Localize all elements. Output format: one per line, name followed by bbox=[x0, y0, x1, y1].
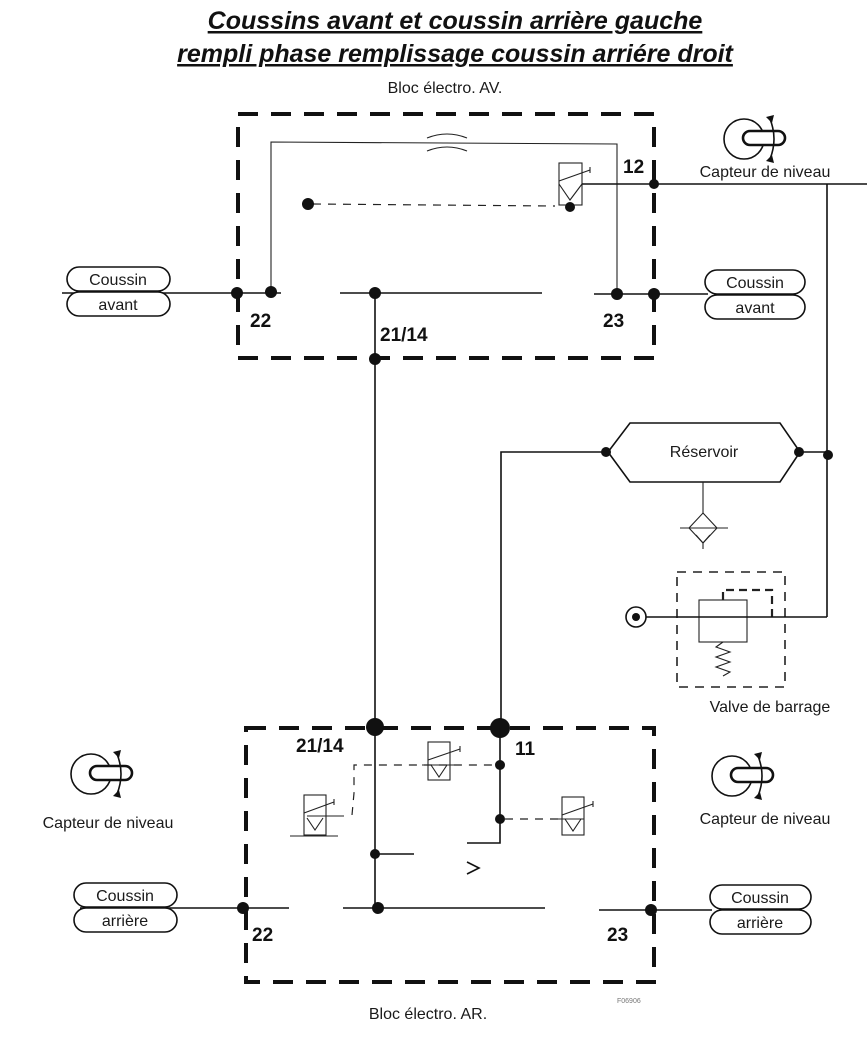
cushion-rear-right-line2: arrière bbox=[737, 915, 783, 932]
cushion-rear-left: Coussin arrière bbox=[73, 882, 178, 933]
level-sensor-rear-left-label: Capteur de niveau bbox=[43, 815, 174, 832]
front-bypass-line bbox=[270, 141, 618, 294]
cushion-front-left-line2: avant bbox=[98, 297, 138, 314]
level-sensor-icon bbox=[711, 752, 775, 800]
node bbox=[265, 286, 277, 298]
cushion-front-right: Coussin avant bbox=[704, 269, 806, 320]
solenoid-valve-icon bbox=[290, 794, 344, 837]
node bbox=[370, 849, 380, 859]
node bbox=[823, 450, 833, 460]
title-line-2: rempli phase remplissage coussin arriére… bbox=[177, 40, 734, 68]
figure-reference: F06906 bbox=[617, 998, 641, 1005]
cushion-front-right-line2: avant bbox=[735, 300, 775, 317]
filter-drain-icon bbox=[680, 482, 728, 549]
cushion-rear-left-line1: Coussin bbox=[96, 888, 154, 905]
node bbox=[601, 447, 611, 457]
rear-valve-block bbox=[244, 726, 656, 984]
port-22-node-rear bbox=[237, 902, 249, 914]
port-23-node-front bbox=[648, 288, 660, 300]
port-12-node bbox=[649, 179, 659, 189]
node bbox=[794, 447, 804, 457]
port-2114-front: 21/14 bbox=[380, 325, 428, 346]
restrictor-icon bbox=[426, 133, 468, 152]
port-23-front: 23 bbox=[603, 311, 624, 332]
pilot-line-rear-left bbox=[351, 764, 495, 816]
solenoid-valve-icon bbox=[558, 162, 591, 212]
port-12-front: 12 bbox=[623, 157, 644, 178]
shutoff-valve-label: Valve de barrage bbox=[710, 699, 831, 716]
node bbox=[611, 288, 623, 300]
cushion-rear-right-line1: Coussin bbox=[731, 890, 789, 907]
node bbox=[369, 353, 381, 365]
reservoir-label: Réservoir bbox=[670, 444, 739, 461]
solenoid-valve-icon bbox=[422, 741, 461, 781]
cushion-rear-right: Coussin arrière bbox=[709, 884, 812, 935]
check-arrow-icon bbox=[466, 861, 481, 875]
reservoir: Réservoir bbox=[607, 422, 801, 483]
title-line-1: Coussins avant et coussin arrière gauche bbox=[208, 7, 703, 35]
line-port-11-rear bbox=[467, 728, 501, 844]
level-sensor-front-label: Capteur de niveau bbox=[700, 164, 831, 181]
port-2114-rear: 21/14 bbox=[296, 736, 344, 757]
port-11-rear: 11 bbox=[515, 739, 536, 760]
solenoid-valve-icon bbox=[552, 796, 594, 836]
level-sensor-rear-right-label: Capteur de niveau bbox=[700, 811, 831, 828]
port-23-rear: 23 bbox=[607, 925, 628, 946]
level-sensor-icon bbox=[723, 115, 787, 163]
rear-block-label: Bloc électro. AR. bbox=[369, 1006, 487, 1023]
node bbox=[366, 718, 384, 736]
pilot-node-front bbox=[302, 198, 314, 210]
port-22-node-front bbox=[231, 287, 243, 299]
port-22-front: 22 bbox=[250, 311, 271, 332]
node bbox=[372, 902, 384, 914]
cushion-front-right-line1: Coussin bbox=[726, 275, 784, 292]
shutoff-valve bbox=[676, 571, 786, 688]
port-22-rear: 22 bbox=[252, 925, 273, 946]
cushion-front-left-line1: Coussin bbox=[89, 272, 147, 289]
line-reservoir-to-rear-11 bbox=[500, 451, 606, 728]
cushion-rear-left-line2: arrière bbox=[102, 913, 148, 930]
inflation-port-icon bbox=[625, 606, 647, 628]
node bbox=[495, 760, 505, 770]
cushion-front-left: Coussin avant bbox=[66, 266, 171, 317]
front-valve-block bbox=[236, 112, 656, 360]
node bbox=[495, 814, 505, 824]
port-23-node-rear bbox=[645, 904, 657, 916]
pilot-line-front bbox=[312, 203, 556, 207]
front-block-label: Bloc électro. AV. bbox=[388, 80, 503, 97]
level-sensor-icon bbox=[70, 750, 134, 798]
